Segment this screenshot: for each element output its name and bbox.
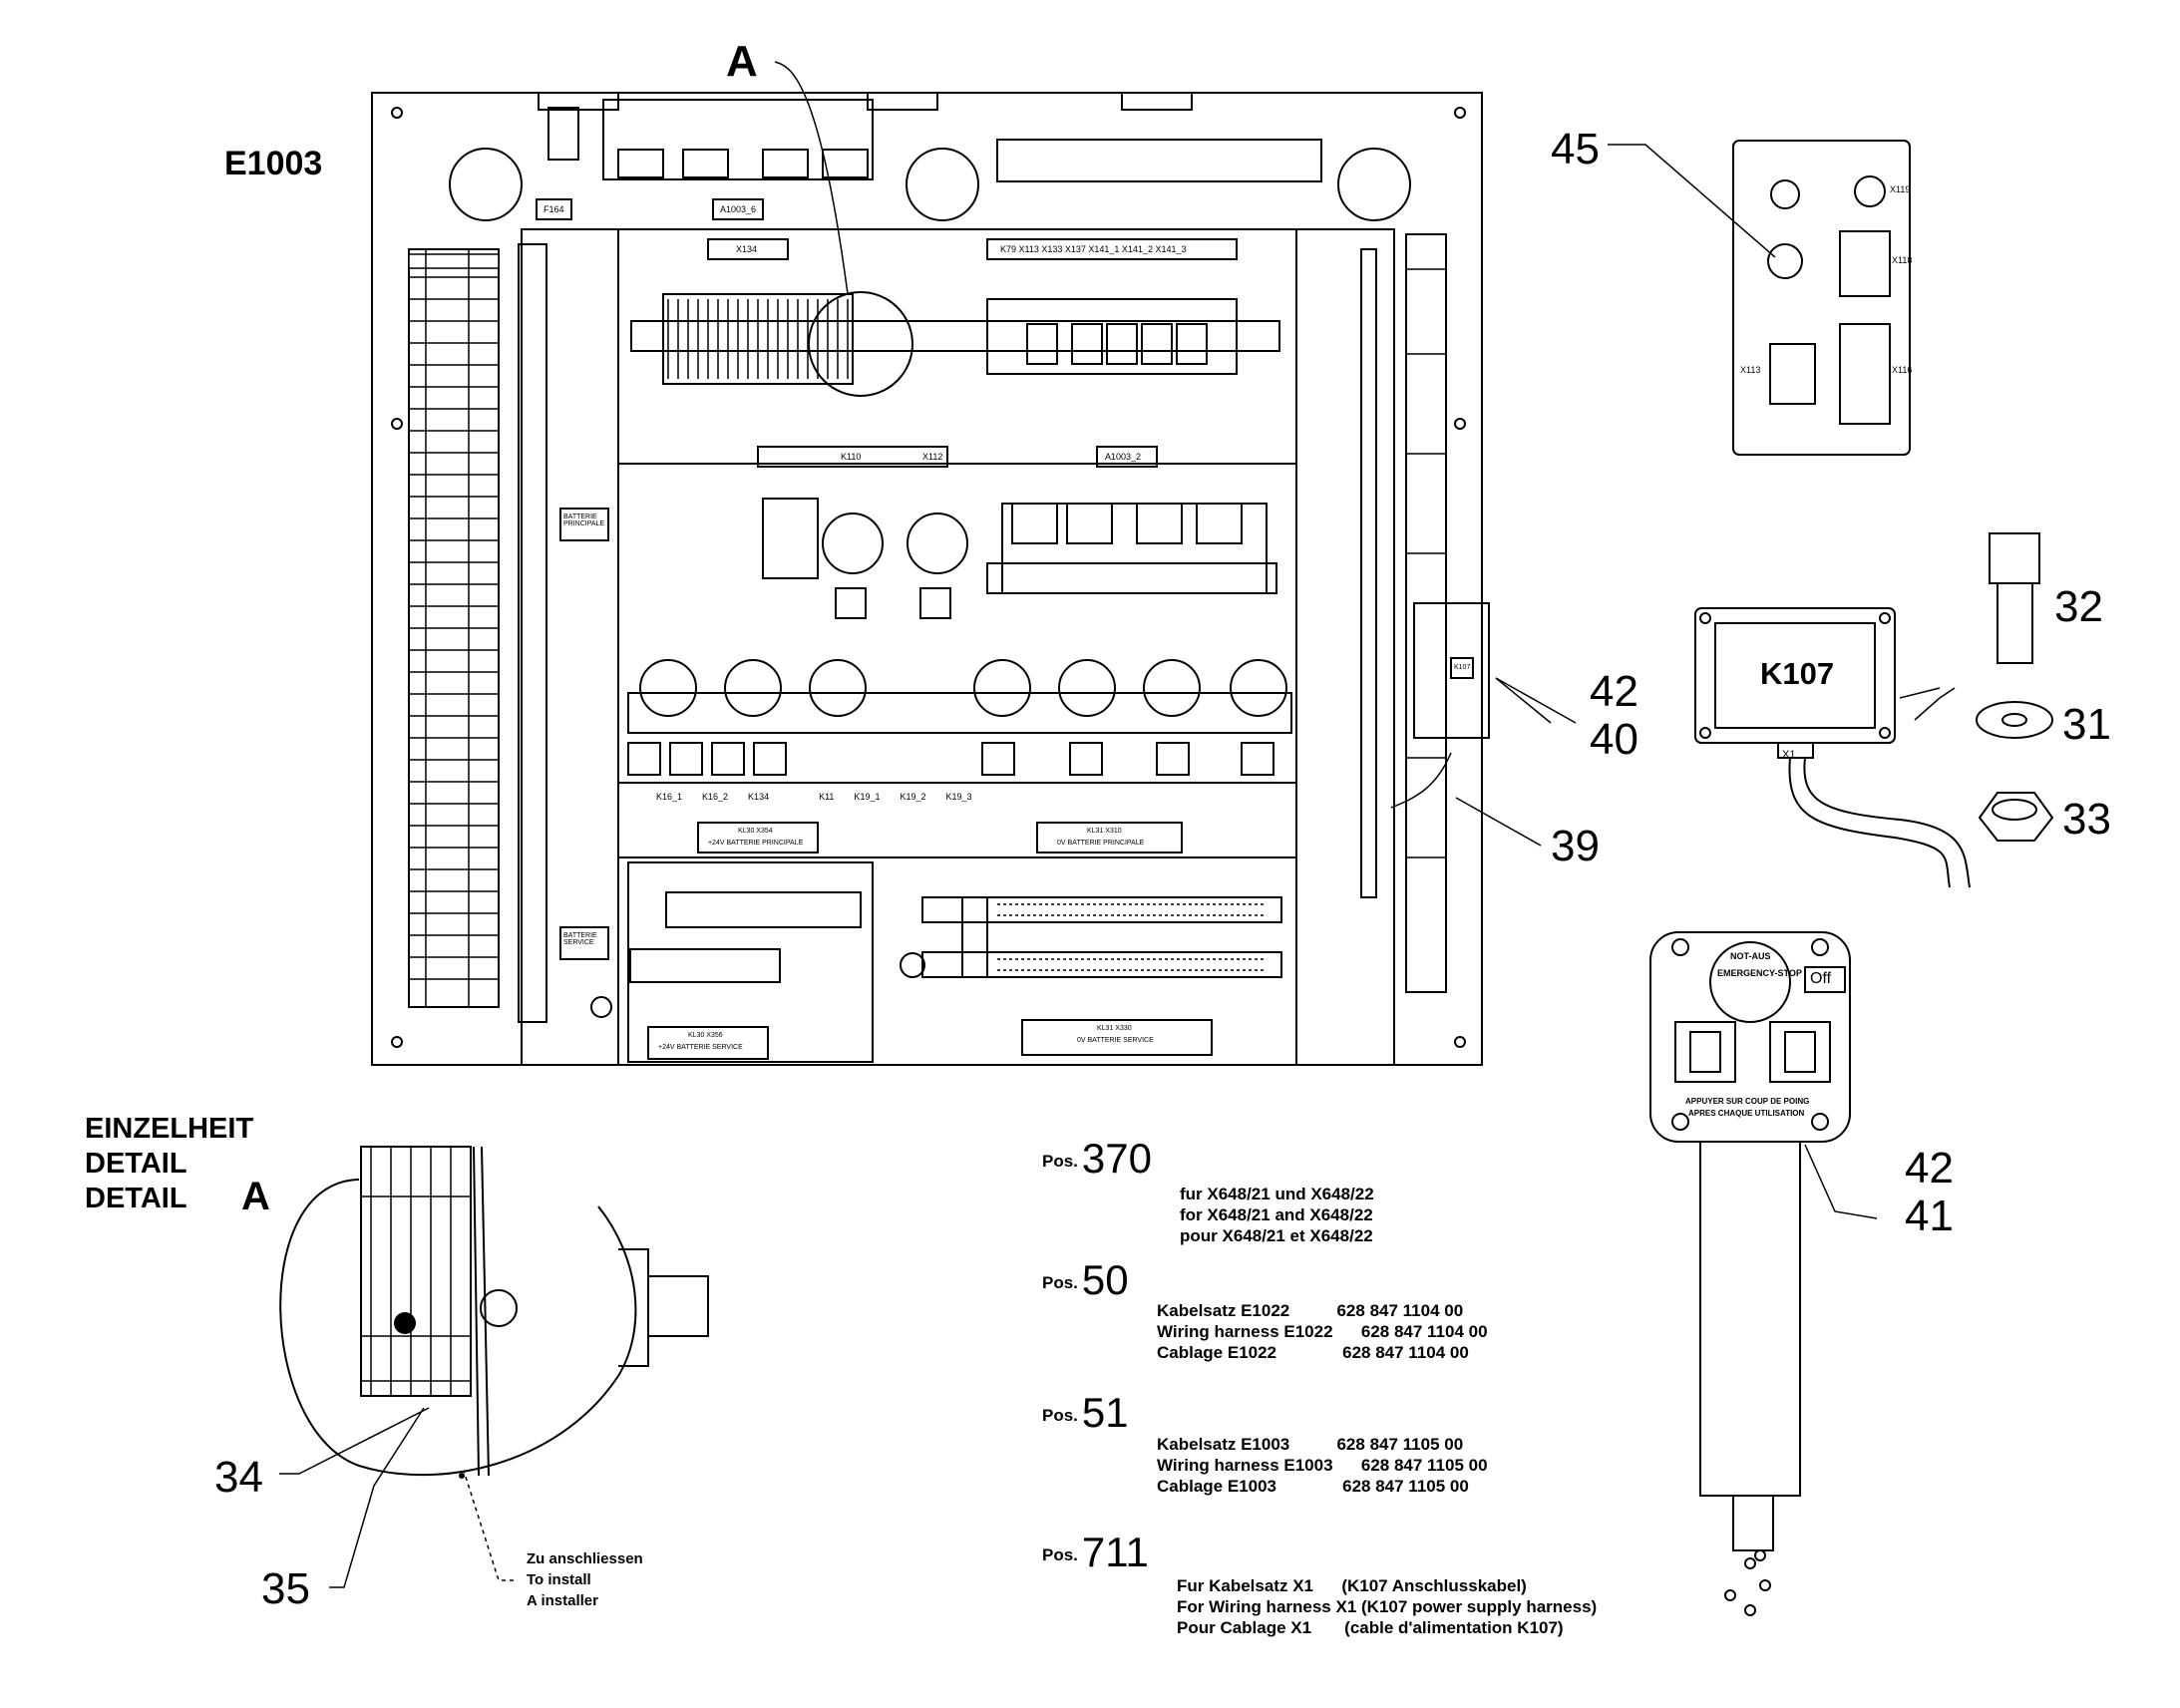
position-50: Pos.50: [1042, 1256, 1129, 1303]
tag-k107-small: K107: [1454, 664, 1471, 671]
callout-40: 40: [1590, 715, 1638, 764]
tag-kl31a2: 0V BATTERIE PRINCIPALE: [1057, 840, 1145, 847]
position-51: Pos.51: [1042, 1389, 1129, 1436]
detail-heading-3: DETAIL: [85, 1183, 187, 1214]
callout-42-lower: 42: [1905, 1144, 1954, 1193]
install-note-fr: A installer: [527, 1592, 598, 1609]
tag-f164: F164: [544, 204, 564, 214]
panel-title: E1003: [224, 145, 323, 182]
position-711-text: Fur Kabelsatz X1 (K107 Anschlusskabel)Fo…: [1177, 1576, 1598, 1637]
callout-33: 33: [2062, 795, 2111, 844]
tag-k110: K110: [841, 452, 862, 462]
detail-heading-1: EINZELHEIT: [85, 1113, 254, 1145]
callout-34: 34: [214, 1453, 263, 1502]
pendant-notaus: NOT-AUS: [1730, 951, 1771, 961]
tag-relay-row: K79 X113 X133 X137 X141_1 X141_2 X141_3: [1000, 244, 1187, 254]
tag-kl30a2: +24V BATTERIE PRINCIPALE: [708, 840, 804, 847]
connector-x118: X118: [1892, 255, 1913, 265]
tag-a1003-6: A1003_6: [720, 204, 757, 214]
callout-31: 31: [2062, 700, 2111, 749]
callout-39: 39: [1551, 822, 1600, 870]
callout-a-top: A: [726, 37, 758, 86]
k107-x1-label: X1: [1782, 749, 1796, 761]
pendant-off-button[interactable]: Off: [1810, 970, 1832, 987]
tag-kl30b: KL30 X356: [688, 1032, 723, 1039]
tag-batt-serv: BATTERIE SERVICE: [563, 932, 597, 946]
tag-kl31b2: 0V BATTERIE SERVICE: [1077, 1037, 1154, 1044]
tag-kl30a: KL30 X354: [738, 828, 773, 835]
position-370: Pos.370: [1042, 1135, 1152, 1182]
install-note-en: To install: [527, 1571, 591, 1588]
tag-kl31b: KL31 X330: [1097, 1025, 1132, 1032]
tag-k-row: K16_1 K16_2 K134 K11 K19_1 K19_2 K19_3: [656, 792, 972, 802]
detail-heading-2: DETAIL: [85, 1148, 187, 1180]
callout-35: 35: [261, 1564, 310, 1613]
connector-x113: X113: [1740, 365, 1761, 375]
detail-letter: A: [241, 1175, 270, 1218]
tag-x134: X134: [736, 244, 758, 254]
tag-x112: X112: [922, 452, 943, 462]
pendant-bottom-2: APRES CHAQUE UTILISATION: [1688, 1109, 1805, 1118]
position-711: Pos.711: [1042, 1529, 1149, 1575]
connector-x116: X116: [1892, 365, 1913, 375]
callout-45: 45: [1551, 125, 1600, 173]
connector-x119: X119: [1890, 184, 1911, 194]
install-note-de: Zu anschliessen: [527, 1550, 643, 1567]
pendant-emergency: EMERGENCY-STOP: [1717, 968, 1802, 978]
callout-32: 32: [2054, 582, 2103, 631]
tag-kl30b2: +24V BATTERIE SERVICE: [658, 1044, 743, 1051]
pendant-bottom-1: APPUYER SUR COUP DE POING: [1685, 1097, 1810, 1106]
tag-batt-main: BATTERIE PRINCIPALE: [563, 513, 605, 527]
k107-label: K107: [1760, 656, 1835, 691]
callout-41: 41: [1905, 1192, 1954, 1240]
tag-kl31a: KL31 X310: [1087, 828, 1122, 835]
tag-a1003-2: A1003_2: [1105, 452, 1142, 462]
callout-42-upper: 42: [1590, 667, 1638, 716]
